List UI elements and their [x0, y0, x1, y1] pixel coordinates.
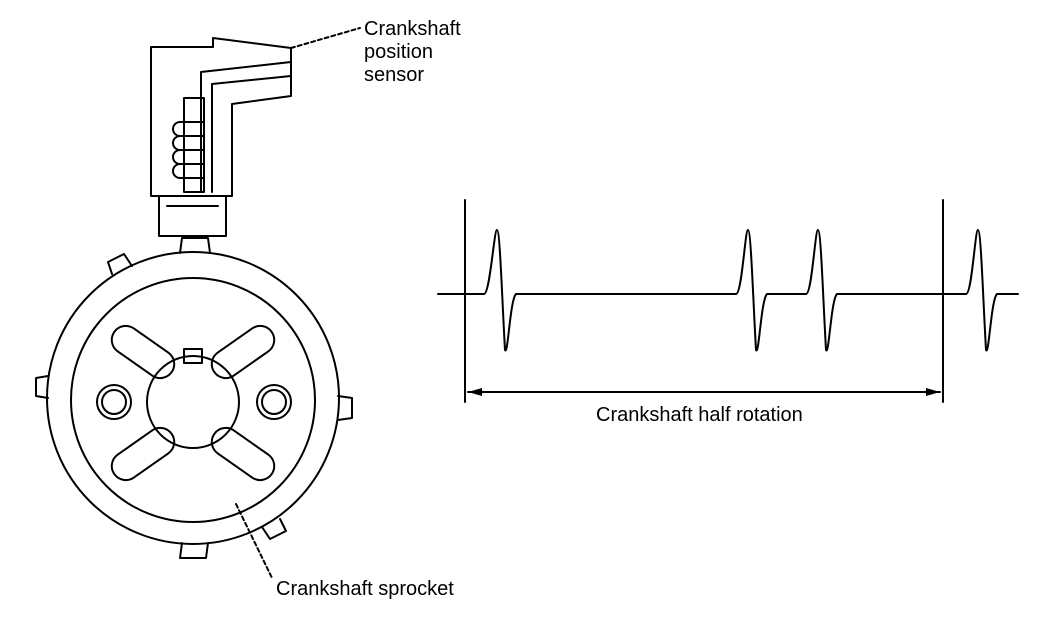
sensor-core [183, 97, 205, 193]
sprocket-tooth-left [35, 375, 49, 399]
sprocket-tooth-bottom-right [261, 518, 287, 540]
crankshaft-half-rotation-label: Crankshaft half rotation [596, 404, 803, 426]
sensor-waveform [437, 199, 1019, 403]
sprocket-bolt-hole-left [96, 384, 132, 420]
sensor-leader-line [290, 27, 361, 49]
sprocket-slot-lower-left [110, 426, 176, 482]
crankshaft-sprocket [35, 237, 353, 579]
crankshaft-position-sensor-label: Crankshaft position sensor [364, 18, 461, 87]
sensor-coil [172, 121, 205, 179]
sensor-label-line-1: Crankshaft [364, 18, 461, 40]
sprocket-slot-upper-left [110, 324, 176, 380]
sprocket-hub-bore [146, 355, 240, 449]
dimension-arrowhead-right [926, 388, 940, 396]
sprocket-keyway [183, 348, 203, 364]
sprocket-bolt-hole-right-inner [261, 389, 287, 415]
sprocket-tooth-top-right [179, 237, 211, 254]
sprocket-inner-ring [70, 277, 316, 523]
sprocket-slot-upper-right [210, 324, 276, 380]
sensor-label-line-3: sensor [364, 64, 425, 86]
dimension-arrowhead-left [468, 388, 482, 396]
sprocket-bolt-hole-right [256, 384, 292, 420]
signal-trace [437, 229, 1019, 352]
sprocket-bolt-hole-left-inner [101, 389, 127, 415]
sprocket-outer-rim [46, 251, 340, 545]
crankshaft-sprocket-label: Crankshaft sprocket [276, 578, 454, 600]
sensor-body [150, 37, 292, 197]
sensor-inner-lead-inner [211, 75, 292, 193]
sensor-inner-lead-outer [200, 61, 292, 193]
sprocket-slot-lower-right [210, 426, 276, 482]
sprocket-tooth-top-left [107, 253, 133, 275]
sensor-tip [158, 195, 227, 237]
sprocket-leader-line [235, 503, 273, 579]
sprocket-tooth-bottom-left [179, 542, 209, 559]
sensor-label-line-2: position [364, 41, 433, 63]
sprocket-tooth-right [337, 395, 353, 421]
crankshaft-position-sensor [150, 27, 361, 237]
